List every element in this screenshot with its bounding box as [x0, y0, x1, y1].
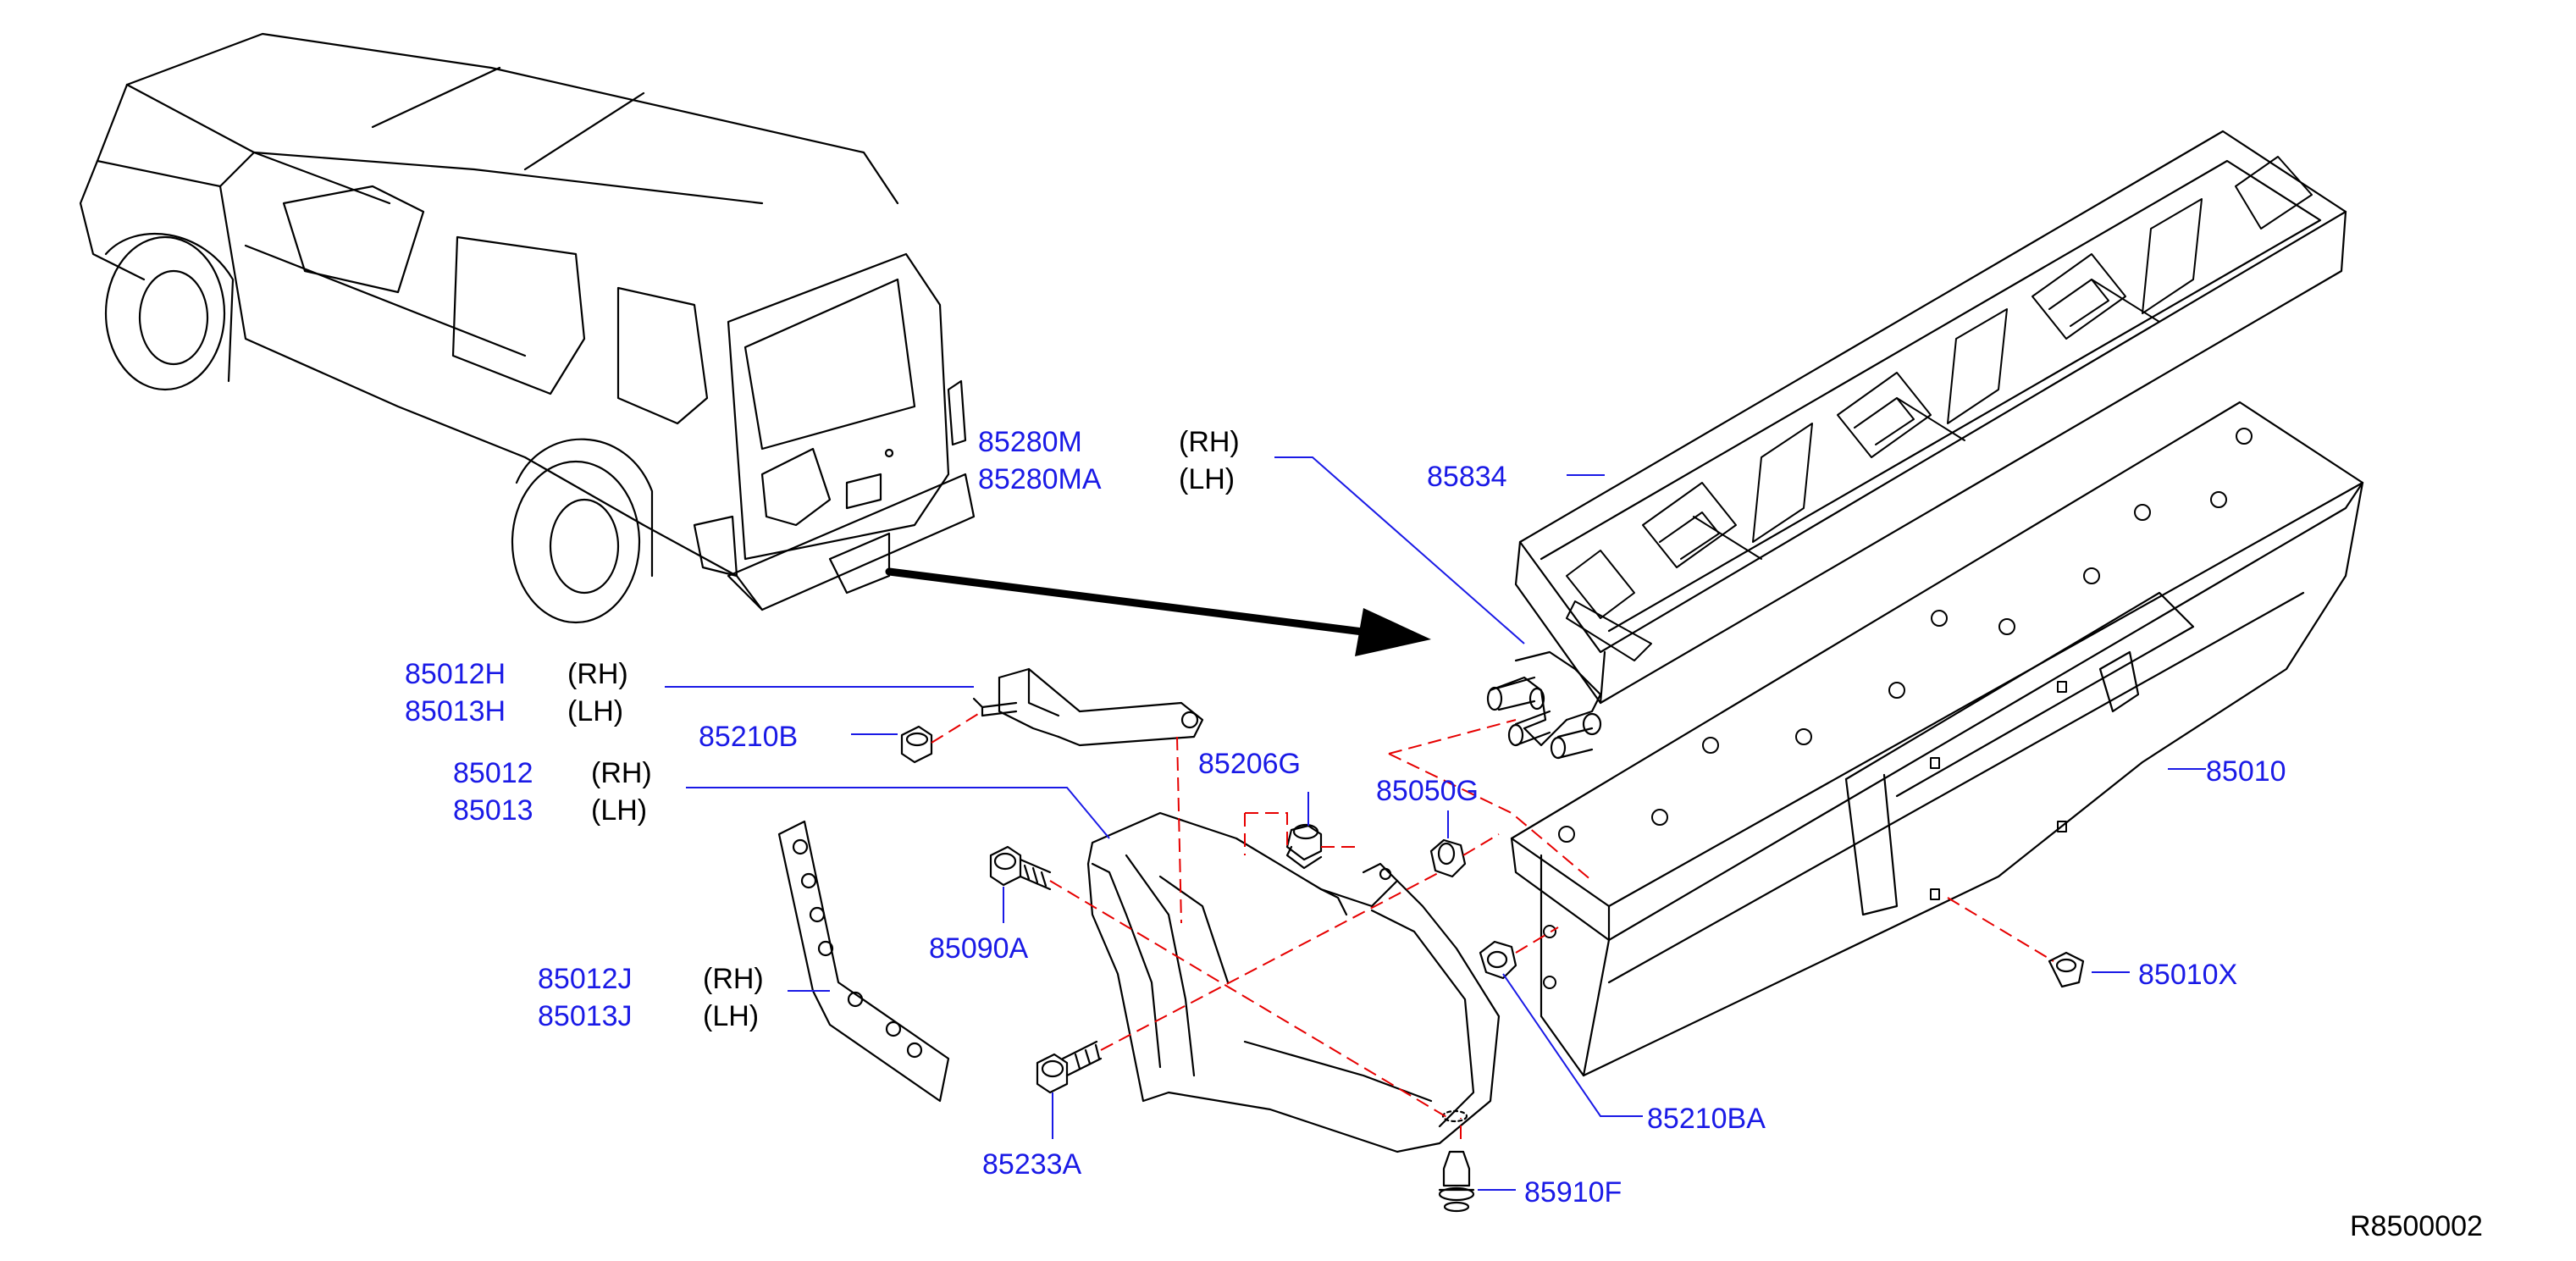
- label-85280M: 85280M: [978, 426, 1082, 458]
- label-85280MA: 85280MA: [978, 463, 1102, 495]
- direction-arrow: [885, 567, 1431, 656]
- clip-85910F: [1438, 1150, 1475, 1213]
- diagram-reference-number: R8500002: [2350, 1210, 2483, 1242]
- label-85012H-side: (RH): [567, 658, 628, 690]
- nut-85210BA: [1479, 940, 1517, 980]
- label-85013J-side: (LH): [703, 1000, 760, 1032]
- bolt-set-85280M: [1486, 650, 1602, 760]
- label-85012: 85012: [453, 757, 533, 789]
- label-85233A: 85233A: [982, 1148, 1082, 1181]
- assembly-centerlines: [931, 711, 2054, 1139]
- label-85910F: 85910F: [1524, 1176, 1622, 1208]
- bumper-85010: [1510, 401, 2364, 1077]
- label-85010X: 85010X: [2138, 959, 2238, 991]
- label-85050G: 85050G: [1376, 775, 1479, 807]
- label-85280M-side: (RH): [1179, 426, 1240, 458]
- label-85210B: 85210B: [699, 721, 799, 753]
- label-85012H: 85012H: [405, 658, 506, 690]
- collar-85206G: [1285, 823, 1323, 870]
- label-85012J-side: (RH): [703, 963, 764, 995]
- nut-85050G: [1429, 838, 1467, 878]
- label-85013H: 85013H: [405, 695, 506, 727]
- bolt-85233A: [1036, 1040, 1103, 1094]
- mudguard-85012: [1086, 811, 1501, 1153]
- label-85090A: 85090A: [929, 932, 1029, 965]
- label-85834: 85834: [1427, 461, 1507, 493]
- label-85012J: 85012J: [538, 963, 633, 995]
- label-85010: 85010: [2206, 755, 2286, 788]
- stay-85012J: [777, 820, 950, 1103]
- vehicle-drawing: [79, 32, 976, 624]
- bolt-85090A: [989, 845, 1052, 891]
- bracket-85012H: [972, 667, 1204, 747]
- label-85210BA: 85210BA: [1647, 1103, 1766, 1135]
- step-pad-85834: [1514, 130, 2347, 705]
- label-85013-side: (LH): [591, 794, 648, 827]
- label-85013J: 85013J: [538, 1000, 633, 1032]
- clip-85010X: [2048, 951, 2085, 988]
- label-85280MA-side: (LH): [1179, 463, 1235, 495]
- label-85013: 85013: [453, 794, 533, 827]
- nut-85210B: [900, 725, 933, 764]
- label-85013H-side: (LH): [567, 695, 624, 727]
- label-85206G: 85206G: [1198, 748, 1301, 780]
- label-85012-side: (RH): [591, 757, 652, 789]
- leader-lines: [665, 456, 2206, 1191]
